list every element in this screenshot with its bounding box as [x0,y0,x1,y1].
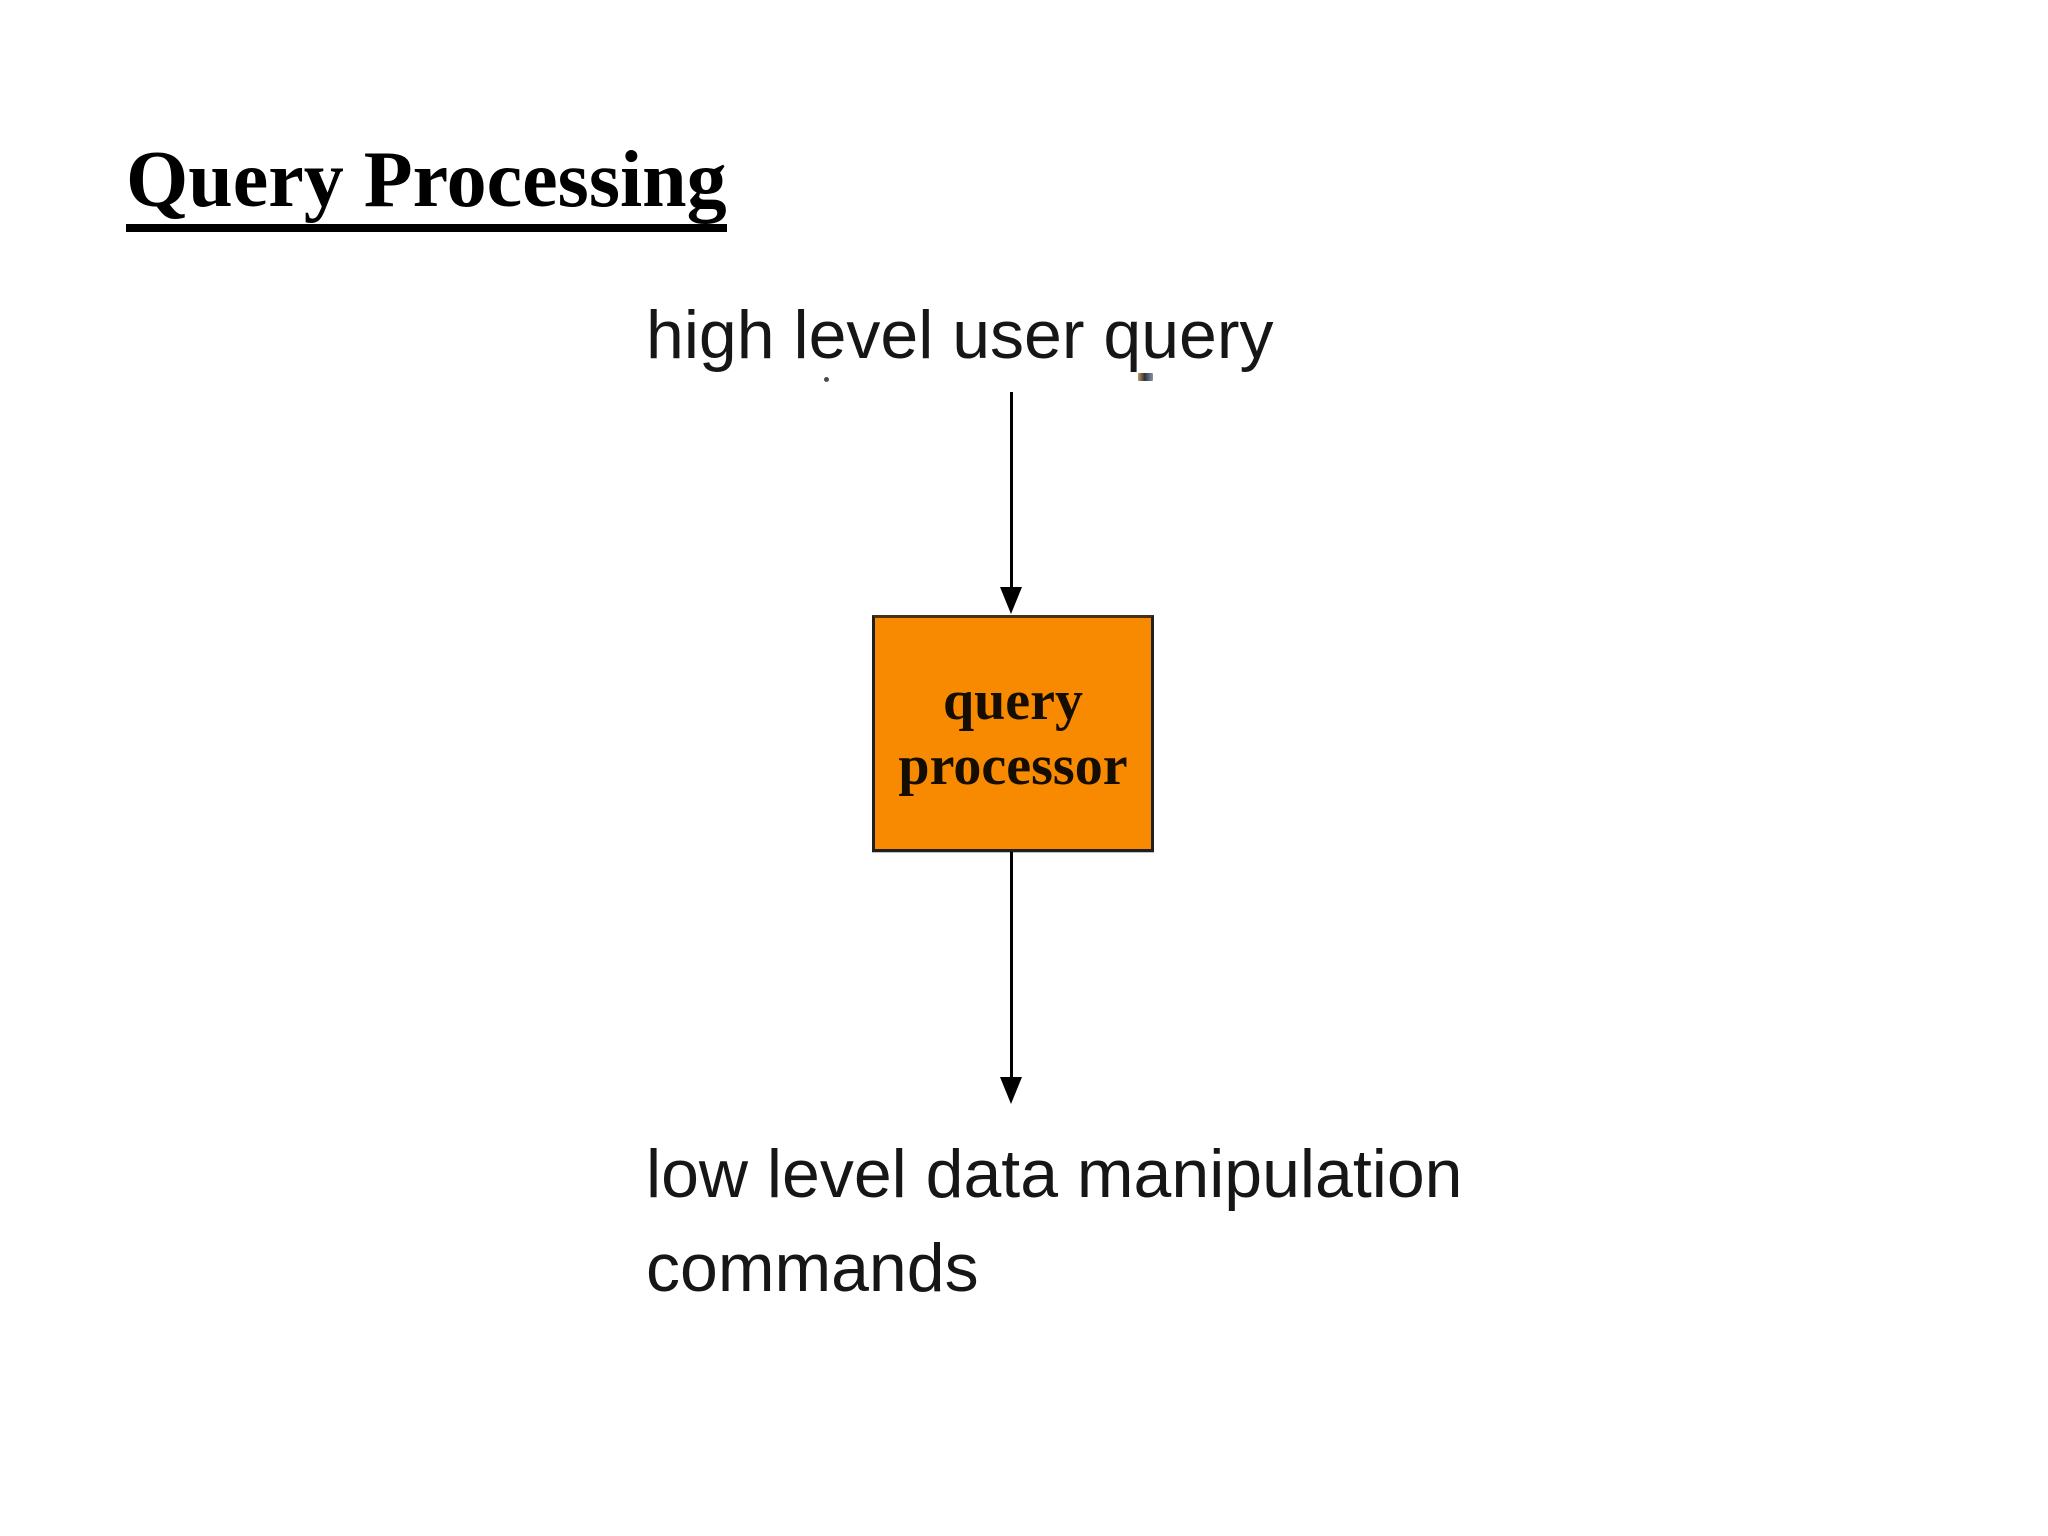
query-processor-node: query processor [872,615,1154,852]
arrow-down-line-top [1010,392,1013,588]
arrow-down-head-bottom-icon [1000,1077,1022,1104]
stray-smudge-artifact [1138,373,1153,381]
page-title: Query Processing [126,136,727,232]
top-flow-label: high level user query [646,297,1274,373]
stray-dot-artifact [824,377,829,382]
arrow-down-head-top-icon [1000,587,1022,614]
query-processor-node-label: query processor [898,670,1128,797]
bottom-flow-label: low level data manipulation commands [646,1136,1463,1306]
arrow-down-line-bottom [1010,852,1013,1078]
